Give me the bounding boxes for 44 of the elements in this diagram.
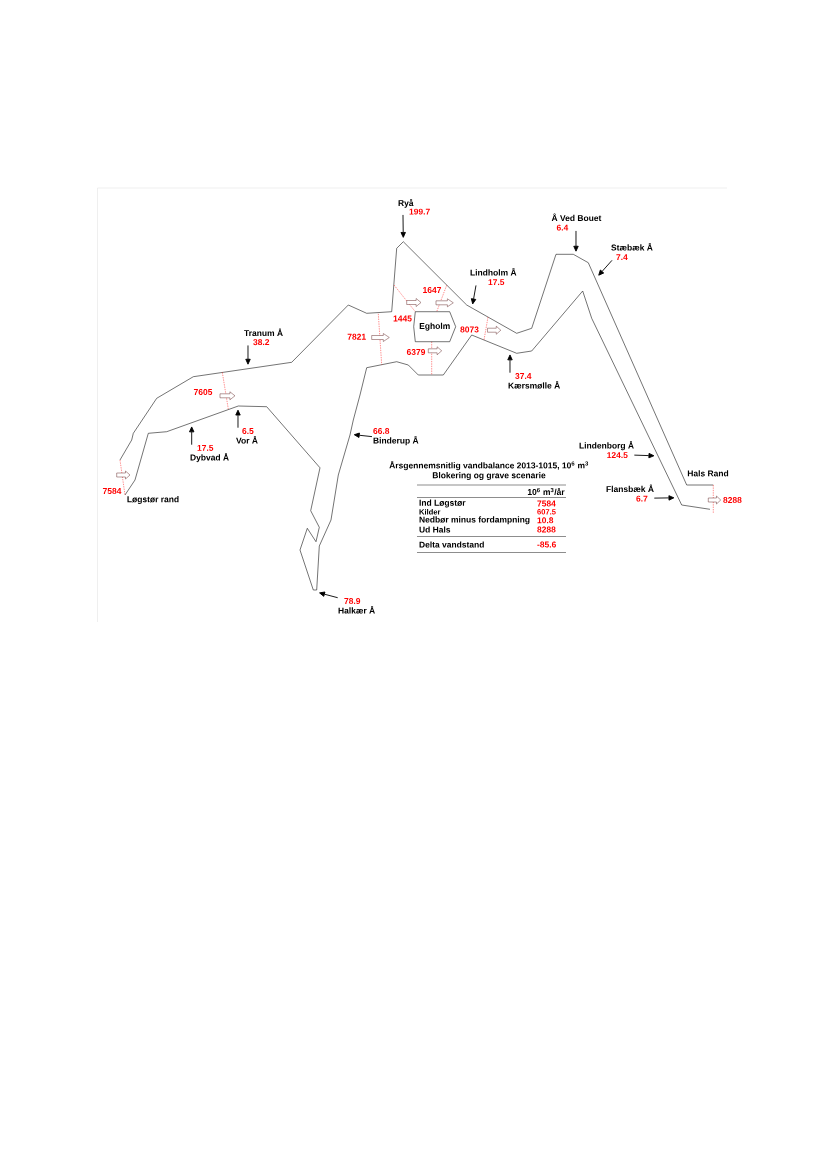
flow-value: 6379: [406, 349, 426, 355]
tributary-label: Stæbæk Å 7.4: [611, 243, 653, 261]
tributary-label: Ryå 199.7: [398, 199, 430, 215]
flow-value: 1647: [423, 287, 442, 293]
tributary-label: Å Ved Bouet 6.4: [551, 213, 602, 231]
flow-value: 7821: [347, 333, 366, 340]
cell-value: -85.6: [537, 541, 556, 548]
inflow-arrow: [470, 285, 477, 305]
subtitle: Blokering og grave scenarie: [432, 472, 546, 480]
place-label: Løgstør rand: [127, 496, 179, 504]
inflow-arrow: [633, 452, 655, 459]
tributary-label: Flansbæk Å 6.7: [606, 484, 654, 502]
row-label: Delta vandstand: [419, 541, 484, 548]
cell-value: 10.8: [537, 517, 554, 524]
tributary-label: Tranum Å 38.2: [244, 328, 283, 346]
column-header: 10$^{6}$ m$^{3}$/år: [527, 487, 565, 496]
inflow-arrow: [598, 259, 613, 276]
tributary-label: Lindholm Å 17.5: [470, 268, 517, 286]
inflow-arrow: [507, 354, 513, 374]
inflow-arrow: [653, 495, 675, 501]
inflow-arrow: [319, 591, 339, 599]
flow-value: 7584: [102, 488, 122, 494]
cell-value: 8288: [537, 526, 556, 533]
inflow-arrow: [245, 345, 251, 365]
inflow-arrow: [189, 426, 195, 446]
tributary-label: 17.5 Dybvad Å: [190, 445, 229, 463]
inflow-arrow: [353, 432, 373, 438]
flow-value: 8288: [723, 497, 742, 503]
inflow-arrow: [573, 230, 579, 252]
tributary-label: 78.9 Halkær Å: [338, 598, 375, 614]
row-label: Nedbør minus fordampning: [419, 516, 530, 525]
row-label: Ud Hals: [419, 526, 451, 533]
title: Årsgennemsnitlig vandbalance 2013-1015, 10$^{6}$ m$^{3}$: [389, 460, 589, 471]
place-label: Hals Rand: [687, 470, 729, 477]
tributary-label: 66.8 Binderup Å: [373, 428, 419, 446]
tributary-label: 6.5 Vor Å: [236, 428, 258, 444]
tributary-label: Lindenborg Å 124.5: [579, 441, 634, 459]
row-label: Ind Løgstør: [419, 499, 466, 508]
flow-value: 7605: [193, 389, 213, 395]
inflow-arrow: [235, 409, 241, 429]
inflow-arrow: [400, 214, 406, 238]
tributary-label: 37.4 Kærsmølle Å: [508, 373, 560, 389]
island-hexagon: Egholm: [413, 311, 456, 342]
cell-value: 7584: [537, 500, 556, 507]
